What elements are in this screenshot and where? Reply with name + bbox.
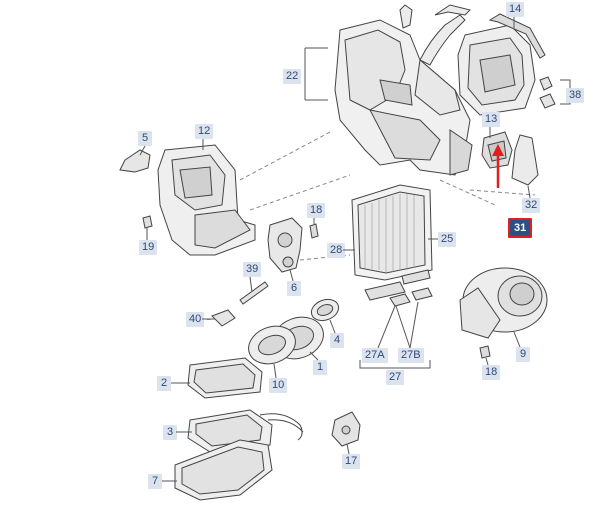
label-5: 5 — [138, 131, 152, 146]
label-1: 1 — [313, 360, 327, 375]
leader-27a — [377, 305, 396, 349]
part-32-bracket — [511, 134, 539, 186]
label-22: 22 — [283, 69, 302, 84]
part-13-airbox — [457, 24, 536, 116]
part-22-housing — [334, 19, 473, 176]
part-39-rod — [239, 281, 269, 305]
part-2-plate — [187, 357, 263, 399]
label-6: 6 — [287, 281, 301, 296]
label-17: 17 — [342, 454, 361, 469]
leader-27b-2 — [409, 301, 419, 349]
part-27-seals — [364, 269, 433, 307]
label-31-highlighted[interactable]: 31 — [508, 218, 533, 238]
label-27b: 27B — [398, 348, 424, 363]
label-4: 4 — [330, 333, 344, 348]
label-2: 2 — [157, 376, 171, 391]
label-12: 12 — [195, 124, 214, 139]
part-18-screw-b — [479, 345, 491, 359]
bracket-27 — [359, 360, 431, 369]
label-10: 10 — [269, 378, 288, 393]
label-32: 32 — [522, 198, 541, 213]
label-39: 39 — [243, 262, 262, 277]
arrow-head — [492, 144, 504, 156]
part-18-screw-a — [309, 223, 319, 239]
part-12-heater-box — [157, 144, 256, 256]
label-14: 14 — [506, 2, 525, 17]
label-3: 3 — [163, 425, 177, 440]
leader-27b-1 — [395, 305, 411, 349]
part-14-seal — [488, 13, 546, 59]
label-9: 9 — [516, 347, 530, 362]
part-28-filter — [351, 184, 433, 281]
label-25: 25 — [438, 232, 457, 247]
part-7-lower-housing — [174, 439, 273, 501]
part-6-actuator — [267, 217, 303, 273]
label-28: 28 — [327, 243, 346, 258]
part-9-blower — [459, 267, 548, 339]
part-22-pipe — [399, 4, 471, 66]
part-4-seal — [310, 298, 340, 322]
part-38-clips — [539, 76, 556, 109]
label-18-upper: 18 — [307, 203, 326, 218]
part-17-connector — [331, 411, 361, 447]
label-40: 40 — [186, 312, 205, 327]
label-13: 13 — [482, 112, 501, 127]
bracket-22 — [304, 47, 328, 101]
part-19-clip — [142, 215, 153, 229]
part-40-lever — [211, 309, 236, 327]
label-7: 7 — [148, 474, 162, 489]
part-10-seal — [248, 325, 296, 365]
label-27: 27 — [386, 370, 405, 385]
label-19: 19 — [139, 240, 158, 255]
label-27a: 27A — [362, 348, 388, 363]
label-18-lower: 18 — [482, 365, 501, 380]
label-38: 38 — [566, 88, 585, 103]
part-5-bracket — [119, 149, 151, 173]
